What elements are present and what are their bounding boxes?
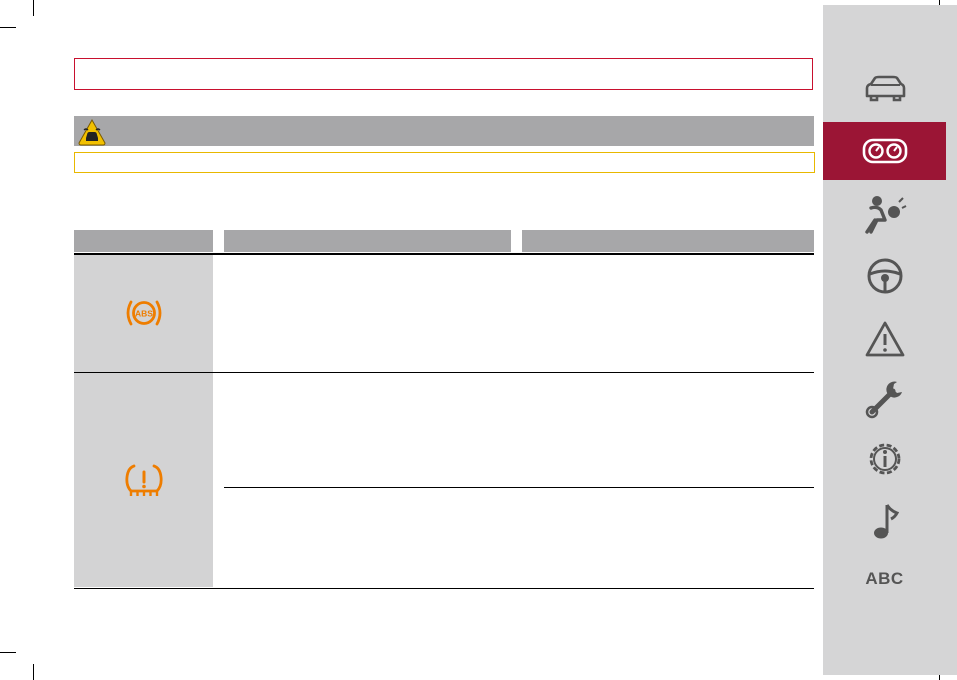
sidebar-item-instruments[interactable] xyxy=(823,122,946,180)
wrench-icon xyxy=(865,381,902,419)
driving-warning-icon xyxy=(78,118,106,146)
table-header-cell-1 xyxy=(74,230,213,252)
abs-warning-icon: ABS xyxy=(126,300,162,326)
crop-mark-bl-v xyxy=(33,664,34,680)
table-header-rule xyxy=(74,253,814,255)
sidebar-item-emergency[interactable] xyxy=(823,310,946,368)
sidebar-item-maintenance[interactable] xyxy=(823,370,946,428)
crop-mark-bl-h xyxy=(0,652,16,653)
table-row-abs-icon-cell: ABS xyxy=(74,255,213,372)
table-bottom-rule xyxy=(74,588,814,589)
sidebar-item-vehicle[interactable] xyxy=(823,60,946,118)
sidebar-item-safety[interactable] xyxy=(823,185,946,243)
table-header-cell-3 xyxy=(522,230,814,252)
crop-mark-tl-v xyxy=(33,0,34,16)
airbag-passenger-icon xyxy=(864,196,906,234)
crop-mark-tl-h xyxy=(0,27,16,28)
sidebar-item-starting-driving[interactable] xyxy=(823,247,946,305)
sidebar-item-index[interactable]: ABC xyxy=(823,550,946,608)
warning-triangle-icon xyxy=(865,321,904,357)
steering-wheel-icon xyxy=(867,258,902,294)
note-frame xyxy=(74,152,815,173)
instrument-panel-icon xyxy=(862,138,907,164)
sidebar-item-multimedia[interactable] xyxy=(823,492,946,550)
table-header-cell-2 xyxy=(224,230,511,252)
abs-icon-label: ABS xyxy=(135,309,153,319)
page-header-frame xyxy=(74,58,813,90)
tyre-pressure-warning-icon xyxy=(125,464,163,496)
sidebar-item-technical-data[interactable] xyxy=(823,430,946,488)
chapter-sidebar: ABC xyxy=(823,5,957,675)
music-note-icon xyxy=(873,504,899,539)
car-icon xyxy=(865,75,905,102)
info-gear-icon xyxy=(869,443,900,475)
table-subrow-divider xyxy=(224,487,814,488)
section-title-band xyxy=(74,116,814,146)
table-row-divider-1 xyxy=(74,372,814,373)
sidebar-index-label: ABC xyxy=(865,569,904,588)
table-row-tyre-icon-cell xyxy=(74,373,213,587)
